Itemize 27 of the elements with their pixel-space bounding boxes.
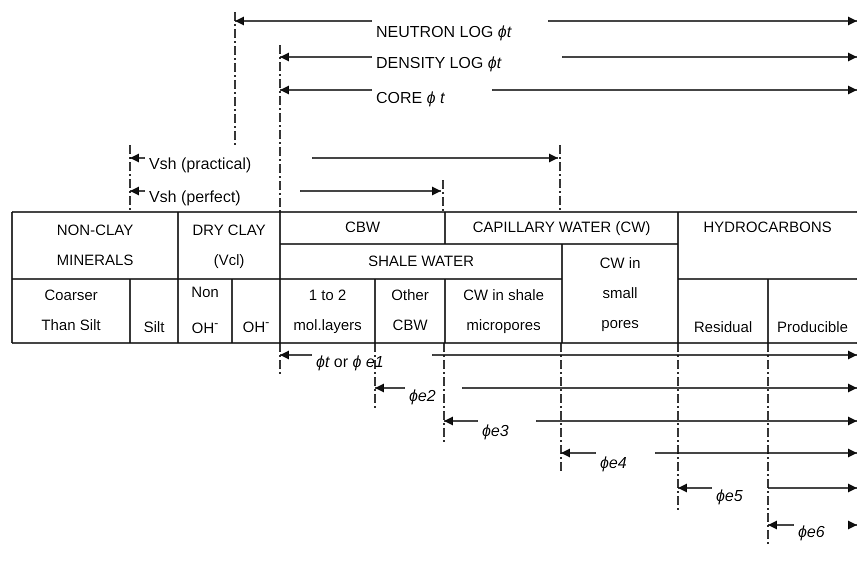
dimension-label: NEUTRON LOG ϕt: [376, 24, 512, 42]
dimension-label: ϕe3: [482, 423, 509, 441]
dimension-label: ϕt or ϕ e1: [316, 354, 384, 372]
column-header: NON-CLAY MINERALS: [56, 220, 134, 270]
dimension-label: Vsh (practical): [149, 156, 252, 174]
column-header: CW in small pores: [598, 254, 642, 334]
column-header: SHALE WATER: [368, 252, 474, 272]
dimension-label: CORE ϕ t: [376, 90, 444, 108]
dimension-label: ϕe6: [798, 524, 825, 542]
column-header: DRY CLAY (Vcl): [191, 220, 267, 270]
dimension-label: Vsh (perfect): [149, 189, 241, 207]
column-header: CAPILLARY WATER (CW): [472, 218, 650, 238]
dimension-label: ϕe5: [716, 488, 743, 506]
subcolumn-label: Residual: [694, 318, 752, 338]
subcolumn-label: CW in shale micropores: [462, 286, 545, 336]
dimension-label: ϕe2: [409, 388, 436, 406]
subcolumn-label: Producible: [777, 318, 848, 338]
subcolumn-label: Silt: [144, 318, 164, 338]
subcolumn-label: OH$^{-}$: [242, 314, 270, 338]
dimension-label: ϕe4: [600, 455, 627, 473]
dimension-label: DENSITY LOG ϕt: [376, 55, 502, 73]
subcolumn-label: Non OH$^{-}$: [190, 283, 220, 339]
column-header: HYDROCARBONS: [703, 218, 832, 238]
subcolumn-label: Other CBW: [390, 286, 430, 336]
subcolumn-label: Coarser Than Silt: [40, 286, 102, 336]
column-header: CBW: [345, 218, 380, 238]
subcolumn-label: 1 to 2 mol.layers: [292, 286, 363, 336]
